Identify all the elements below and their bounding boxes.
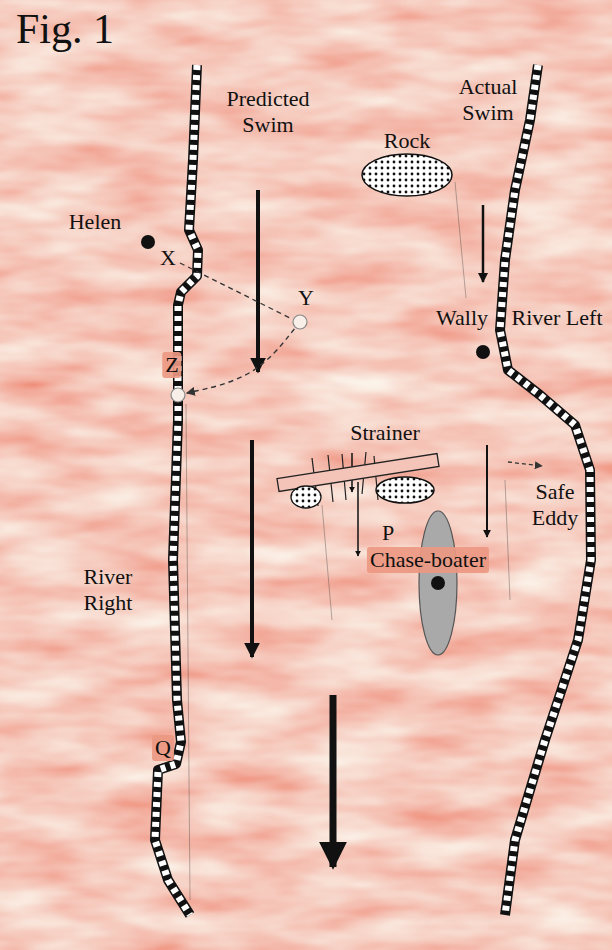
node-label: Y — [298, 285, 314, 311]
rock-shape: P — [375, 476, 435, 504]
node-label: P — [382, 520, 394, 546]
text-label: Wally — [436, 305, 488, 331]
node-outline — [375, 476, 435, 504]
node-outline — [418, 510, 458, 656]
node-label: Z — [162, 352, 181, 378]
river-left-bank — [500, 65, 591, 915]
text-label: Strainer — [350, 420, 420, 446]
figure-title: Fig. 1 — [16, 4, 114, 54]
text-label: Q — [152, 735, 174, 761]
node-outline — [361, 153, 453, 197]
text-label: River Right — [68, 564, 148, 616]
wally-dot — [476, 345, 490, 359]
strainer — [277, 452, 439, 508]
river-right-bank — [155, 65, 198, 915]
text-label: Safe Eddy — [525, 479, 585, 531]
node-label: Chase-boater — [367, 547, 489, 573]
kayak-shape: Chase-boater — [418, 510, 458, 656]
eddy-arrow — [508, 462, 542, 466]
text-label: River Left — [511, 305, 602, 331]
node-outline — [170, 387, 186, 403]
node-label: Rock — [384, 128, 430, 154]
swim-path-arrow — [187, 329, 295, 393]
text-label: Actual Swim — [448, 74, 528, 126]
text-label: Helen — [69, 209, 122, 235]
text-label: Predicted Swim — [218, 86, 318, 138]
flow-lines — [186, 182, 510, 900]
node-outline — [292, 314, 308, 330]
text-label: X — [160, 245, 176, 271]
sight-line — [180, 263, 290, 318]
current-arrows — [252, 190, 487, 867]
point-marker: Y — [292, 314, 308, 330]
rock-shape: Rock — [361, 153, 453, 197]
point-marker: Z — [170, 387, 186, 403]
helen-dot — [141, 235, 155, 249]
